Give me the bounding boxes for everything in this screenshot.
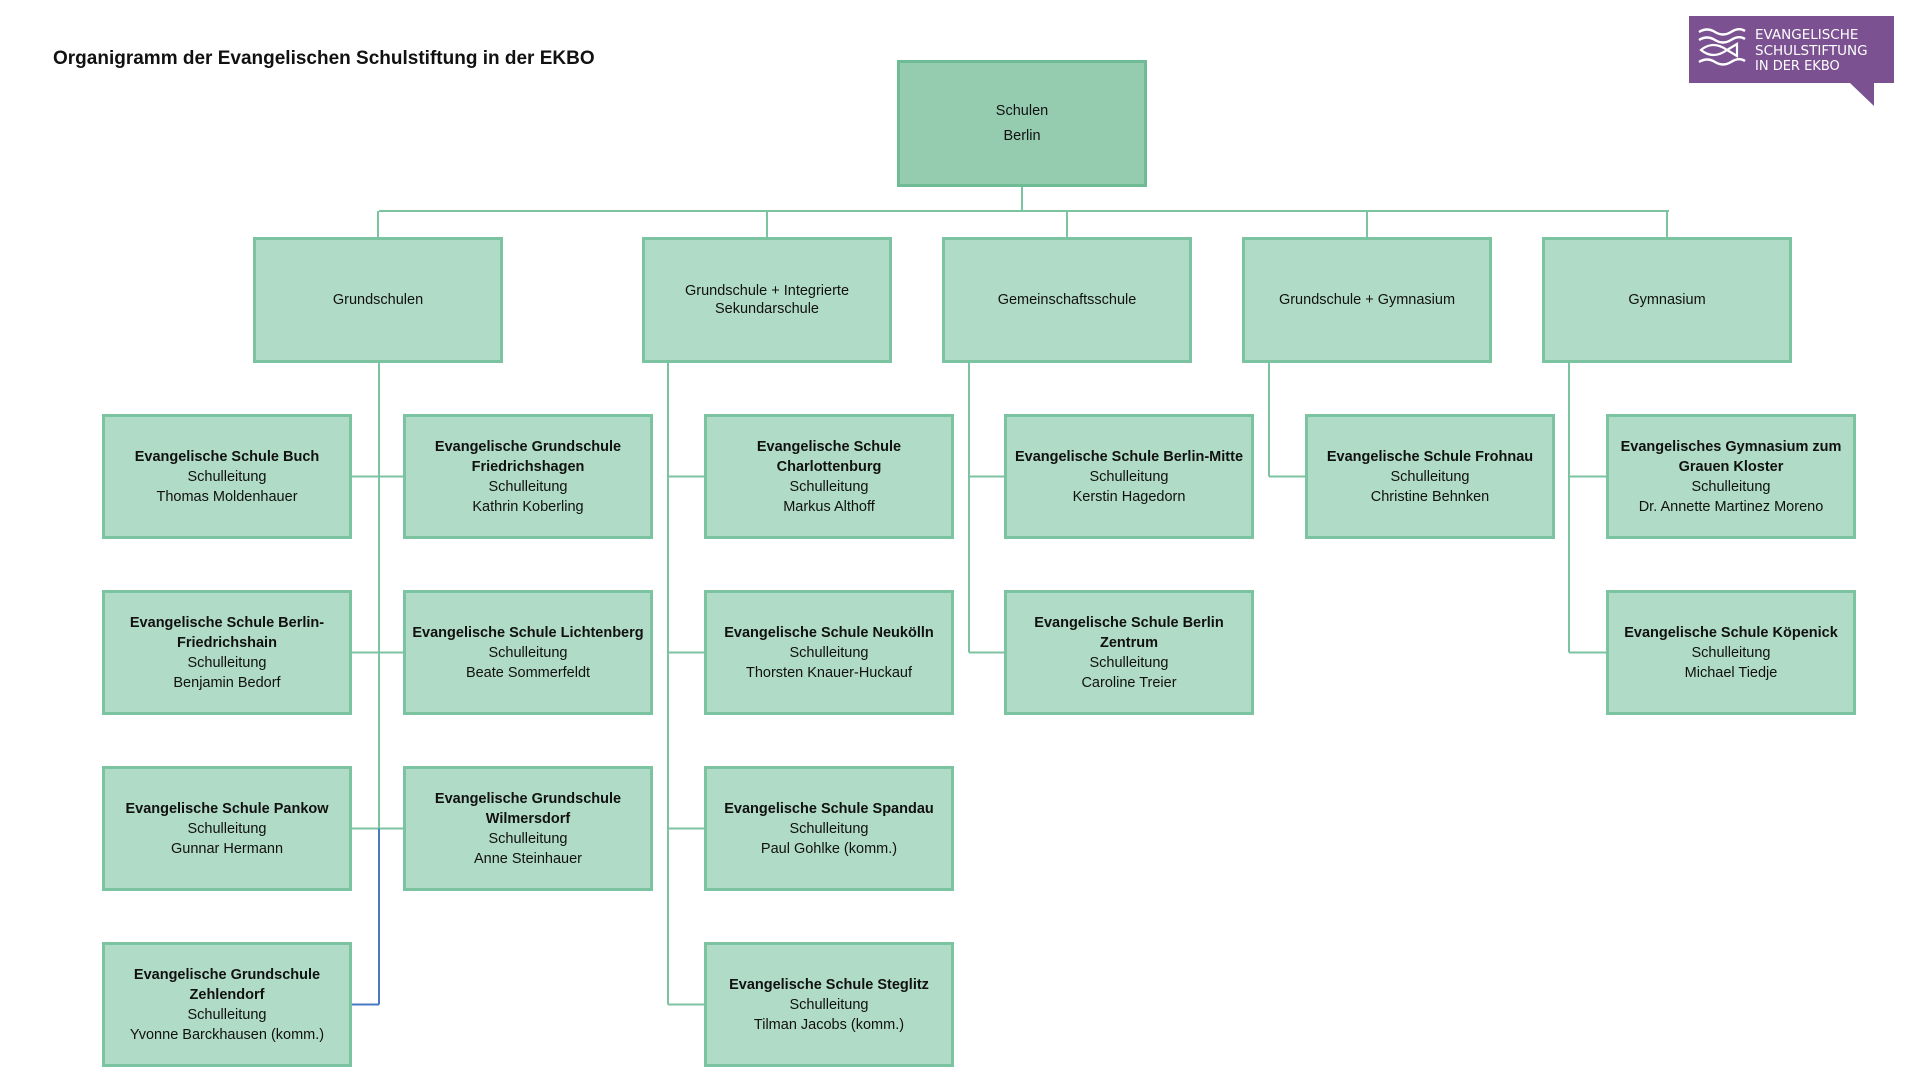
school-person: Gunnar Hermann: [170, 840, 284, 857]
logo-tab: [1850, 83, 1874, 106]
school-role: Schulleitung: [187, 1006, 267, 1023]
school-person: Yvonne Barckhausen (komm.): [129, 1026, 325, 1043]
category-node: Grundschulen: [253, 237, 503, 363]
category-node: Gymnasium: [1542, 237, 1792, 363]
school-node: Evangelisches Gymnasium zum Grauen Klost…: [1606, 414, 1856, 539]
school-role: Schulleitung: [1691, 644, 1771, 661]
school-person: Paul Gohlke (komm.): [760, 840, 898, 857]
logo-band-wrapper: EVANGELISCHE SCHULSTIFTUNG IN DER EKBO: [1689, 16, 1894, 102]
root-node: Schulen Berlin: [897, 60, 1147, 187]
logo-line-3: IN DER EKBO: [1755, 59, 1840, 74]
school-person: Kathrin Koberling: [472, 498, 584, 515]
school-person: Markus Althoff: [783, 498, 875, 515]
category-label: Gemeinschaftsschule: [997, 292, 1137, 308]
school-role: Schulleitung: [1089, 468, 1169, 485]
school-name: Evangelische Schule Charlottenburg: [756, 438, 902, 475]
school-role: Schulleitung: [1390, 468, 1470, 485]
school-role: Schulleitung: [789, 644, 869, 661]
school-person: Michael Tiedje: [1684, 664, 1778, 681]
school-name: Evangelische Schule Steglitz: [729, 976, 929, 993]
category-label: Gymnasium: [1628, 292, 1706, 308]
school-role: Schulleitung: [488, 830, 568, 847]
school-person: Christine Behnken: [1370, 488, 1490, 505]
school-person: Anne Steinhauer: [473, 850, 583, 867]
school-role: Schulleitung: [187, 820, 267, 837]
school-role: Schulleitung: [1089, 654, 1169, 671]
category-node: Gemeinschaftsschule: [942, 237, 1192, 363]
school-role: Schulleitung: [789, 478, 869, 495]
school-node: Evangelische Schule Berlin-Friedrichshai…: [102, 590, 352, 715]
school-name: Evangelische Grundschule Zehlendorf: [133, 966, 321, 1003]
school-person: Thorsten Knauer-Huckauf: [745, 664, 913, 681]
school-person: Beate Sommerfeldt: [465, 664, 591, 681]
fish-wave-icon: [1698, 28, 1746, 66]
school-node: Evangelische Grundschule Friedrichshagen…: [403, 414, 653, 539]
category-node: Grundschule + Integrierte Sekundarschule: [642, 237, 892, 363]
category-node: Grundschule + Gymnasium: [1242, 237, 1492, 363]
school-name: Evangelische Schule Frohnau: [1326, 448, 1534, 465]
school-person: Caroline Treier: [1081, 674, 1177, 691]
school-name: Evangelische Schule Köpenick: [1624, 624, 1838, 641]
school-person: Tilman Jacobs (komm.): [753, 1016, 905, 1033]
school-name: Evangelische Schule Neukölln: [724, 624, 934, 641]
school-name: Evangelische Schule Lichtenberg: [412, 624, 644, 641]
logo-line-1: EVANGELISCHE: [1755, 27, 1859, 43]
logo-text: EVANGELISCHE SCHULSTIFTUNG IN DER EKBO: [1755, 27, 1868, 75]
school-person: Kerstin Hagedorn: [1072, 488, 1186, 505]
school-name: Evangelische Schule Berlin Zentrum: [1034, 614, 1224, 651]
school-name: Evangelische Schule Spandau: [724, 800, 934, 817]
school-role: Schulleitung: [187, 654, 267, 671]
school-role: Schulleitung: [789, 820, 869, 837]
category-label: Grundschule + Integrierte Sekundarschule: [684, 283, 850, 317]
school-person: Thomas Moldenhauer: [156, 488, 298, 505]
root-line-2: Berlin: [1003, 127, 1041, 144]
logo-line-2: SCHULSTIFTUNG: [1755, 43, 1868, 59]
school-name: Evangelische Schule Pankow: [125, 800, 329, 817]
school-role: Schulleitung: [488, 478, 568, 495]
school-role: Schulleitung: [187, 468, 267, 485]
school-name: Evangelische Schule Berlin-Mitte: [1014, 448, 1244, 465]
school-role: Schulleitung: [789, 996, 869, 1013]
school-name: Evangelische Grundschule Friedrichshagen: [434, 438, 622, 475]
school-name: Evangelische Schule Berlin-Friedrichshai…: [129, 614, 325, 651]
school-person: Benjamin Bedorf: [173, 674, 281, 691]
page-title: Organigramm der Evangelischen Schulstift…: [53, 48, 595, 69]
logo-band: EVANGELISCHE SCHULSTIFTUNG IN DER EKBO: [1689, 16, 1894, 83]
category-label: Grundschulen: [332, 292, 424, 308]
school-person: Dr. Annette Martinez Moreno: [1638, 498, 1824, 515]
school-name: Evangelisches Gymnasium zum Grauen Klost…: [1620, 438, 1842, 475]
school-role: Schulleitung: [1691, 478, 1771, 495]
category-label: Grundschule + Gymnasium: [1278, 292, 1456, 308]
school-name: Evangelische Schule Buch: [134, 448, 320, 465]
school-name: Evangelische Grundschule Wilmersdorf: [434, 790, 622, 827]
root-line-1: Schulen: [995, 102, 1049, 119]
school-role: Schulleitung: [488, 644, 568, 661]
